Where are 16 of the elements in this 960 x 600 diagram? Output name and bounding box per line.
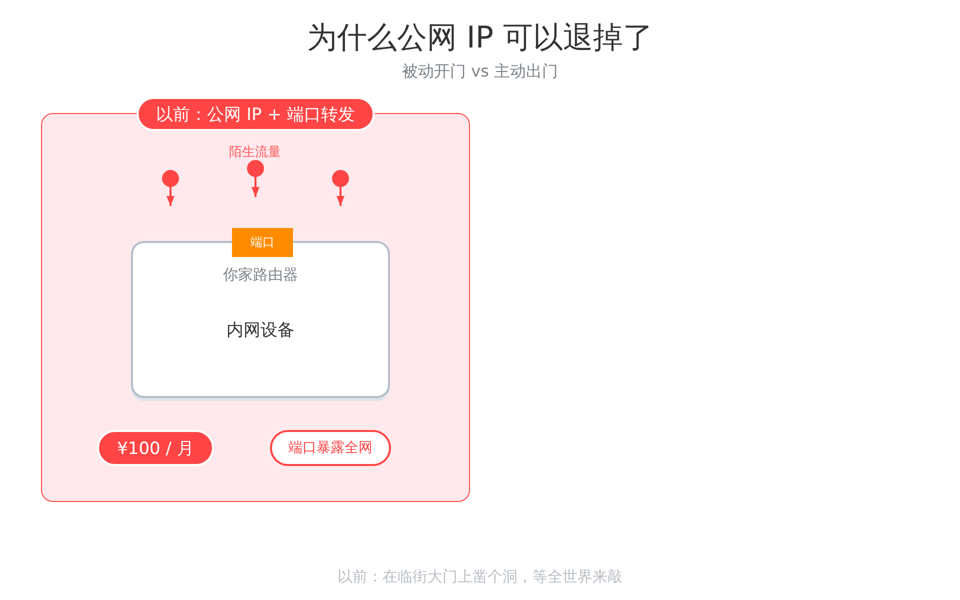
source-dot [247,160,264,177]
price-tag: ¥100 / 月 [97,430,214,466]
warning-tag: 端口暴露全网 [270,430,391,466]
title: 为什么公网 IP 可以退掉了 [307,20,653,58]
arrow [336,187,344,206]
device-label: 内网设备 [226,320,294,342]
arrow [166,187,174,206]
port-tag: 端口 [232,228,293,257]
panel-heading: 以前：公网 IP + 端口转发 [136,97,375,131]
traffic-label: 陌生流量 [229,144,281,161]
source-dot [162,170,179,187]
subtitle: 被动开门 vs 主动出门 [402,62,558,82]
arrow [252,177,260,197]
caption: 以前：在临街大门上凿个洞，等全世界来敲 [338,568,622,586]
source-dot [332,170,349,187]
router-label: 你家路由器 [223,266,298,284]
